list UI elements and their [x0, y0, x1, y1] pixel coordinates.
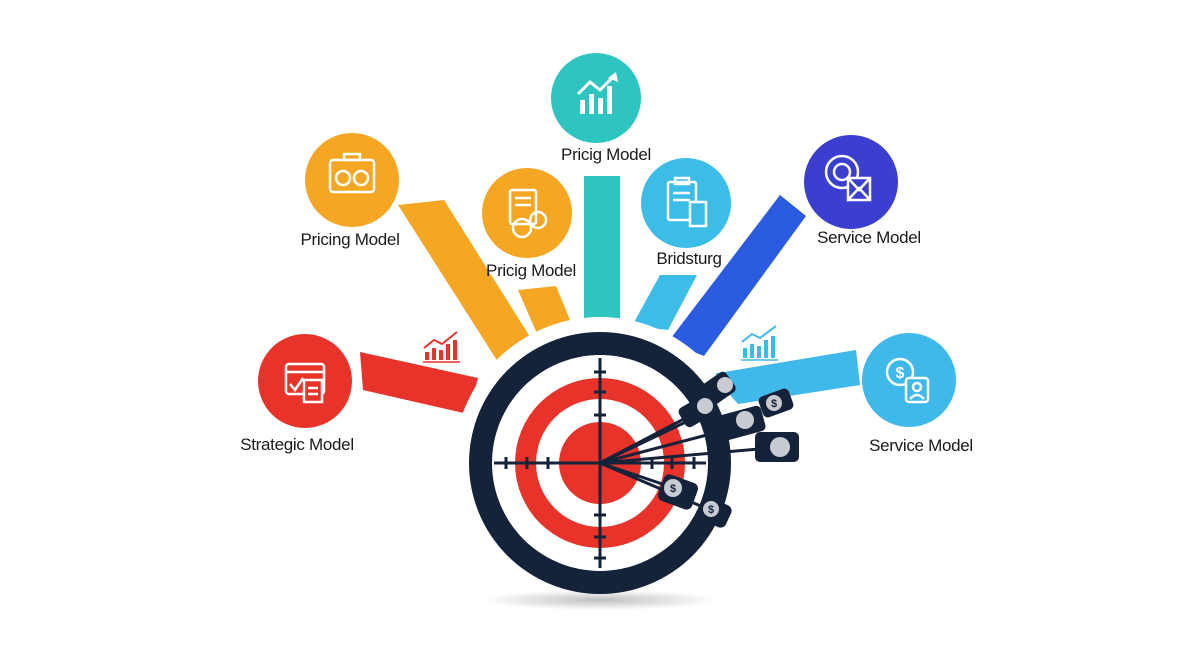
band-sky — [712, 350, 860, 404]
node-circle-strategic-model — [258, 334, 352, 428]
svg-text:$: $ — [708, 504, 714, 516]
node-label: Bridsturg — [656, 249, 722, 268]
node-label: Service Model — [817, 228, 921, 247]
node-label: Service Model — [869, 436, 973, 455]
dollar-person-icon: $ — [885, 357, 930, 404]
band-red — [360, 352, 478, 414]
document-coins-icon — [508, 188, 548, 239]
node-label: Pricig Model — [561, 145, 651, 164]
dollar-darts-icon: $ $ $ — [599, 371, 799, 528]
node-circle-pricig-model-orange — [482, 168, 572, 258]
mini-growth-chart-icon-blue — [741, 325, 778, 361]
node-label: Pricig Model — [486, 261, 576, 280]
clipboard-card-icon — [666, 176, 708, 228]
node-label: Pricing Model — [300, 230, 400, 249]
growth-chart-icon — [576, 72, 618, 114]
band-blue — [668, 195, 806, 356]
svg-text:$: $ — [771, 398, 777, 410]
band-teal — [584, 176, 620, 326]
mini-growth-chart-icon-red — [423, 331, 460, 363]
calendar-checklist-icon — [284, 362, 326, 404]
node-circle-service-model-right: $ — [862, 333, 956, 427]
node-circle-pricig-model-teal — [551, 53, 641, 143]
node-label: Strategic Model — [240, 435, 354, 454]
team-briefcase-icon — [328, 152, 376, 194]
node-circle-bridsturg — [641, 158, 731, 248]
svg-text:$: $ — [896, 365, 905, 382]
target-envelope-icon — [824, 154, 872, 202]
node-circle-service-model-top — [804, 135, 898, 229]
svg-text:$: $ — [670, 483, 676, 495]
band-orange-1 — [398, 200, 532, 362]
band-light-blue — [632, 275, 697, 330]
node-circle-pricing-model — [305, 133, 399, 227]
